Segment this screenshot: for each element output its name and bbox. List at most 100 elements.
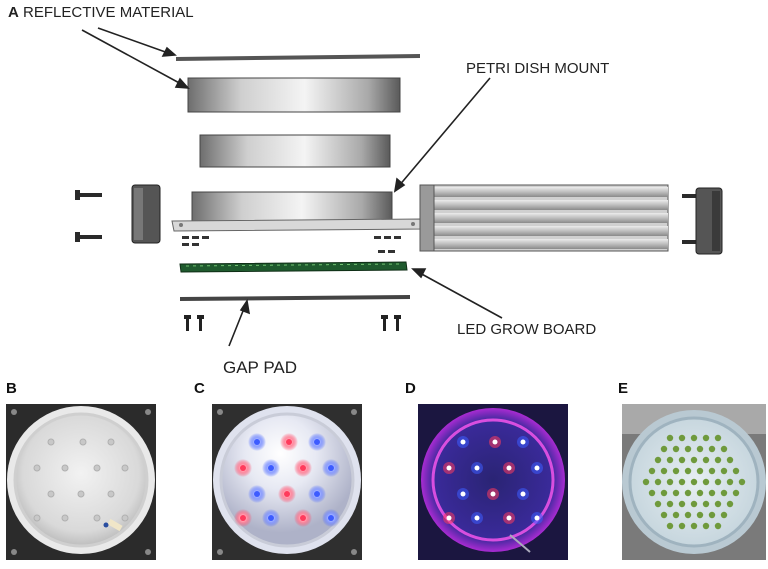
bottom-screws — [184, 315, 401, 331]
seedling — [690, 434, 698, 442]
seedling — [684, 511, 692, 519]
led-blue — [520, 439, 526, 445]
seedling — [678, 522, 686, 530]
seedling — [702, 478, 710, 486]
led-red — [284, 491, 290, 497]
seedling — [684, 445, 692, 453]
led-red — [300, 515, 306, 521]
panel-letter-b: B — [6, 380, 17, 397]
seedling — [696, 489, 704, 497]
led-off — [93, 514, 101, 522]
seedling — [726, 500, 734, 508]
led-red — [286, 439, 292, 445]
seedling — [720, 511, 728, 519]
seedling — [708, 467, 716, 475]
seedling — [714, 456, 722, 464]
led-red — [240, 515, 246, 521]
led-red — [446, 515, 452, 521]
seedling — [678, 478, 686, 486]
label-led-grow-board: LED GROW BOARD — [457, 321, 597, 338]
seedling — [672, 445, 680, 453]
seedling — [666, 522, 674, 530]
seedling — [660, 511, 668, 519]
seedling — [684, 467, 692, 475]
petri-dish-mount-ring — [191, 191, 393, 223]
led-red — [506, 515, 512, 521]
led-red — [240, 465, 246, 471]
seedling — [702, 434, 710, 442]
seedling — [708, 445, 716, 453]
seedling — [654, 456, 662, 464]
seedling — [732, 467, 740, 475]
led-off — [121, 464, 129, 472]
led-off — [33, 464, 41, 472]
led-red — [492, 439, 498, 445]
label-petri-dish-mount: PETRI DISH MOUNT — [466, 60, 610, 77]
seedling — [708, 489, 716, 497]
seedling — [690, 478, 698, 486]
seedling — [642, 478, 650, 486]
seedling — [702, 522, 710, 530]
callout-arrows — [81, 27, 503, 347]
led-red — [446, 465, 452, 471]
led-blue — [520, 491, 526, 497]
led-off — [33, 514, 41, 522]
mount-plate — [171, 218, 423, 232]
led-off — [47, 490, 55, 498]
led-blue — [328, 515, 334, 521]
seedling — [666, 500, 674, 508]
led-blue — [268, 515, 274, 521]
led-red — [506, 465, 512, 471]
side-screws-left — [75, 190, 102, 242]
seedling — [726, 478, 734, 486]
seedling — [672, 489, 680, 497]
seedling — [648, 467, 656, 475]
seedling — [714, 500, 722, 508]
seedling — [720, 445, 728, 453]
led-blue — [268, 465, 274, 471]
seedling — [714, 434, 722, 442]
led-off — [121, 514, 129, 522]
seedling — [714, 478, 722, 486]
led-off — [77, 490, 85, 498]
seedling — [666, 478, 674, 486]
label-gap-pad: GAP PAD — [223, 358, 298, 377]
seedling — [696, 511, 704, 519]
seedling — [666, 456, 674, 464]
photo-panel-d — [418, 404, 568, 560]
led-red — [300, 465, 306, 471]
panel-letter-d: D — [405, 380, 416, 397]
led-off — [107, 490, 115, 498]
gap-pad — [180, 295, 410, 301]
seedling — [732, 489, 740, 497]
led-blue — [474, 515, 480, 521]
led-blue — [254, 439, 260, 445]
seedling — [720, 489, 728, 497]
photo-panel-e — [622, 404, 766, 560]
seedling — [678, 456, 686, 464]
seedling — [672, 511, 680, 519]
panel-letter-c: C — [194, 380, 205, 397]
seedling — [660, 445, 668, 453]
led-grow-board — [179, 261, 408, 273]
led-off — [107, 438, 115, 446]
led-blue — [254, 491, 260, 497]
exploded-assembly — [75, 54, 723, 331]
figure-label-a: A REFLECTIVE MATERIAL — [8, 4, 194, 21]
seedling — [708, 511, 716, 519]
seedling — [720, 467, 728, 475]
label-reflective-material: REFLECTIVE MATERIAL — [23, 4, 194, 21]
seedling — [696, 445, 704, 453]
led-blue — [460, 491, 466, 497]
seedling — [738, 478, 746, 486]
seedling — [672, 467, 680, 475]
reflective-sheet — [176, 54, 420, 61]
seedling — [726, 456, 734, 464]
standoffs — [182, 236, 401, 253]
led-off — [79, 438, 87, 446]
seedling — [696, 467, 704, 475]
middle-ring — [199, 134, 391, 168]
seedling — [666, 434, 674, 442]
